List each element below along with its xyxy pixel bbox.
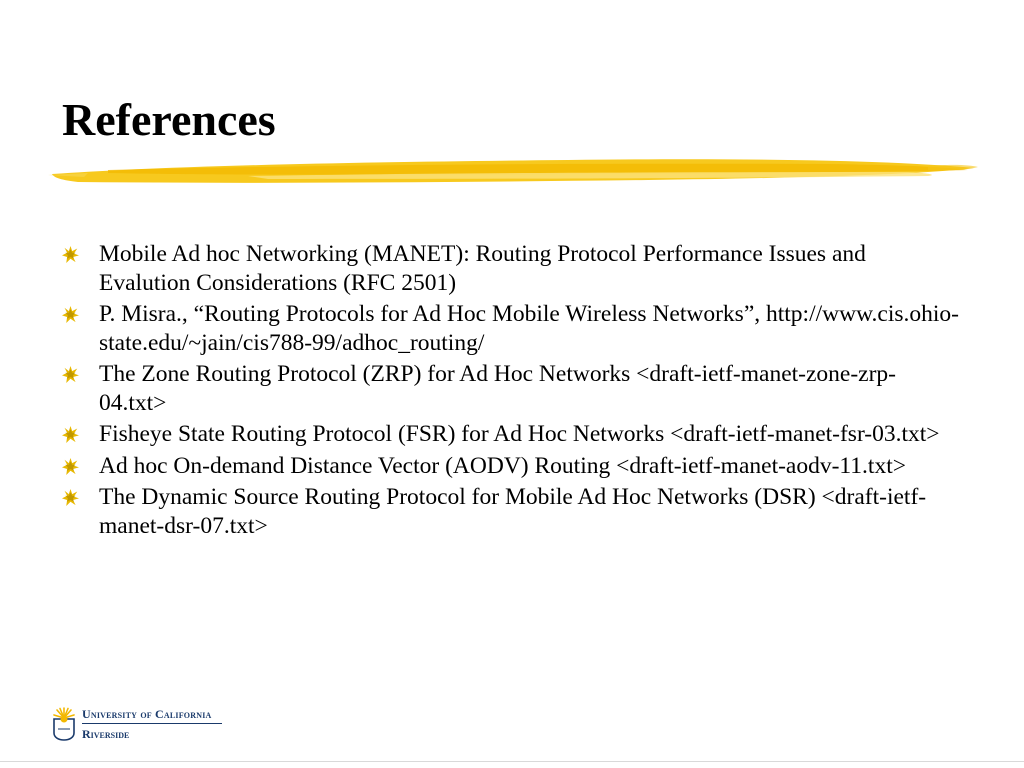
reference-text: The Zone Routing Protocol (ZRP) for Ad H… [99,361,897,416]
list-item: The Zone Routing Protocol (ZRP) for Ad H… [62,360,962,417]
yellow-starburst-icon [62,246,79,263]
reference-text: Ad hoc On-demand Distance Vector (AODV) … [99,452,906,479]
reference-list: Mobile Ad hoc Networking (MANET): Routin… [62,240,962,543]
yellow-starburst-icon [62,306,79,323]
list-item: Fisheye State Routing Protocol (FSR) for… [62,420,962,449]
list-item: Ad hoc On-demand Distance Vector (AODV) … [62,452,962,481]
reference-text: Fisheye State Routing Protocol (FSR) for… [99,421,940,447]
slide-title: References [62,94,276,145]
yellow-starburst-icon [62,426,79,443]
sun-seal-icon [53,707,75,741]
yellow-starburst-icon [62,366,79,383]
list-item: Mobile Ad hoc Networking (MANET): Routin… [62,240,962,297]
yellow-starburst-icon [62,457,79,475]
logo-university-name: University of California [82,707,212,721]
footer-divider [0,761,1024,762]
logo-campus-name: Riverside [82,727,130,741]
reference-text: The Dynamic Source Routing Protocol for … [99,484,927,539]
university-logo: University of California Riverside [52,703,227,745]
reference-text: P. Misra., “Routing Protocols for Ad Hoc… [99,301,959,356]
reference-text: Mobile Ad hoc Networking (MANET): Routin… [99,241,866,296]
title-underline-brushstroke [48,159,978,183]
list-item: The Dynamic Source Routing Protocol for … [62,483,962,540]
yellow-starburst-icon [62,489,79,506]
list-item: P. Misra., “Routing Protocols for Ad Hoc… [62,300,962,357]
logo-divider [82,723,222,724]
